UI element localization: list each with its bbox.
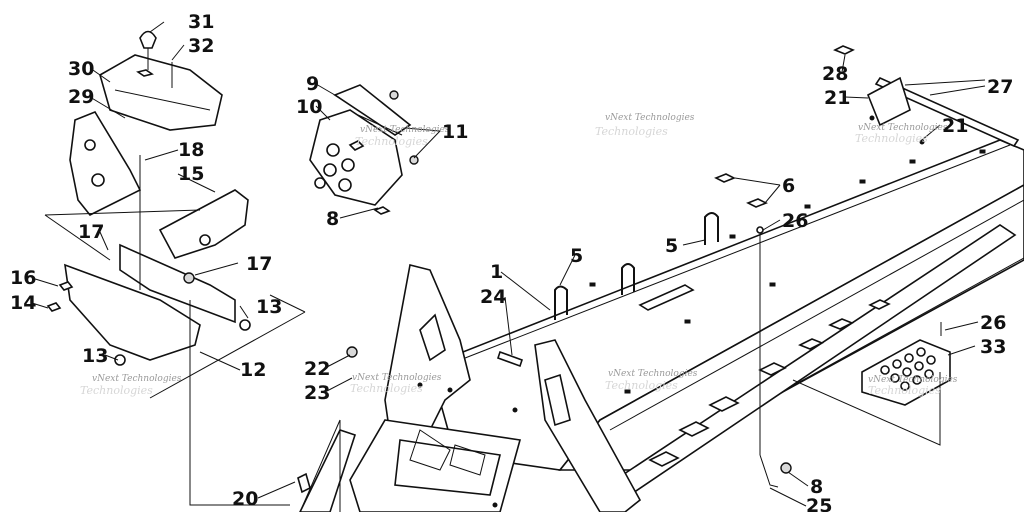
- callout-25: 25: [806, 495, 832, 512]
- callout-17: 17: [78, 221, 104, 243]
- callout-1: 1: [490, 261, 503, 283]
- watermark-ghost: Technologies: [605, 379, 678, 392]
- callout-21: 21: [824, 87, 850, 109]
- rail-cutouts: [648, 299, 891, 467]
- watermark-text: vNext Technologies: [92, 374, 182, 384]
- callout-29: 29: [68, 86, 94, 108]
- callout-5: 5: [665, 235, 678, 257]
- watermark-text: vNext Technologies: [868, 375, 958, 385]
- watermark-ghost: Technologies: [355, 135, 428, 148]
- callout-22: 22: [304, 358, 330, 380]
- callout-26: 26: [782, 210, 808, 232]
- callout-20: 20: [232, 488, 258, 510]
- watermark-ghost: Technologies: [855, 132, 928, 145]
- callout-9: 9: [306, 73, 319, 95]
- callout-12: 12: [240, 359, 266, 381]
- callout-32: 32: [188, 35, 214, 57]
- wear-pads: [714, 173, 768, 208]
- watermark-ghost: Technologies: [595, 125, 668, 138]
- callout-13: 13: [256, 296, 282, 318]
- callout-30: 30: [68, 58, 94, 80]
- watermark-text: vNext Technologies: [605, 113, 695, 123]
- callout-8: 8: [810, 476, 823, 498]
- callout-11: 11: [442, 121, 468, 143]
- leader-lines: [31, 21, 986, 512]
- watermark-text: vNext Technologies: [858, 123, 948, 133]
- front-frame: [299, 264, 642, 512]
- callout-16: 16: [10, 267, 36, 289]
- callout-26: 26: [980, 312, 1006, 334]
- watermark-text: vNext Technologies: [352, 373, 442, 383]
- callout-27: 27: [987, 76, 1013, 98]
- callout-17: 17: [246, 253, 272, 275]
- watermarks: vNext Technologies Technologies vNext Te…: [80, 113, 958, 397]
- watermark-text: vNext Technologies: [608, 369, 698, 379]
- watermark-ghost: Technologies: [80, 384, 153, 397]
- callout-8: 8: [326, 208, 339, 230]
- fasteners: [297, 45, 942, 494]
- callout-21: 21: [942, 115, 968, 137]
- callout-5: 5: [570, 245, 583, 267]
- watermark-text: vNext Technologies: [360, 125, 450, 135]
- callout-23: 23: [304, 382, 330, 404]
- watermark-ghost: Technologies: [350, 382, 423, 395]
- upper-bracket-assembly: [309, 84, 419, 215]
- rear-bumper-rod: [874, 76, 1020, 148]
- callout-31: 31: [188, 11, 214, 33]
- callout-28: 28: [822, 63, 848, 85]
- callout-14: 14: [10, 292, 36, 314]
- watermark-ghost: Technologies: [868, 384, 941, 397]
- rear-bracket: [866, 76, 925, 145]
- callout-18: 18: [178, 139, 204, 161]
- callout-6: 6: [782, 175, 795, 197]
- callout-10: 10: [296, 96, 322, 118]
- callout-labels: 31 32 30 29 18 15 17 17 16 14 13 13 12 9…: [10, 11, 1013, 512]
- seat-bracket-assembly: [44, 30, 306, 506]
- callout-13: 13: [82, 345, 108, 367]
- callout-33: 33: [980, 336, 1006, 358]
- step-plate: [861, 339, 951, 406]
- u-bolts: [554, 212, 719, 320]
- callout-24: 24: [480, 286, 506, 308]
- callout-15: 15: [178, 163, 204, 185]
